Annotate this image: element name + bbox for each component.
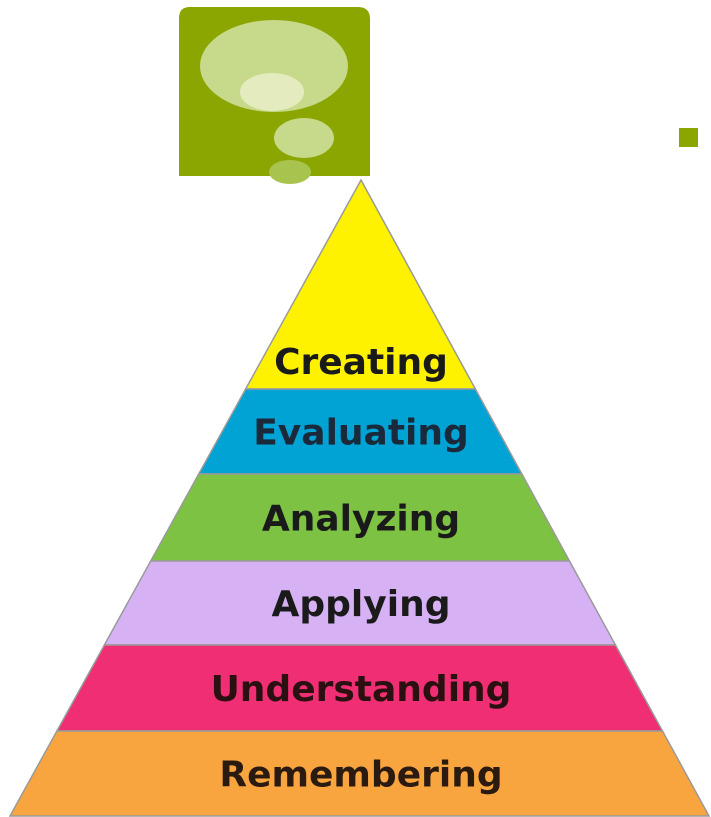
pyramid-tier-label: Understanding [211,669,512,710]
pyramid-tier-label: Applying [272,584,451,625]
square-bullet-icon [679,128,698,147]
pyramid: CreatingEvaluatingAnalyzingApplyingUnder… [8,178,711,817]
pyramid-tier-label: Creating [274,342,448,383]
pyramid-tier-label: Remembering [219,755,502,796]
bubble-small [269,160,311,184]
bubble-large [200,20,348,112]
pyramid-tier-remembering [8,730,711,817]
pyramid-tier-label: Analyzing [262,499,460,540]
bubble-medium [274,118,334,158]
pyramid-tier-label: Evaluating [253,413,469,454]
thought-bubble-icon [179,7,370,184]
bubble-highlight [240,73,304,111]
